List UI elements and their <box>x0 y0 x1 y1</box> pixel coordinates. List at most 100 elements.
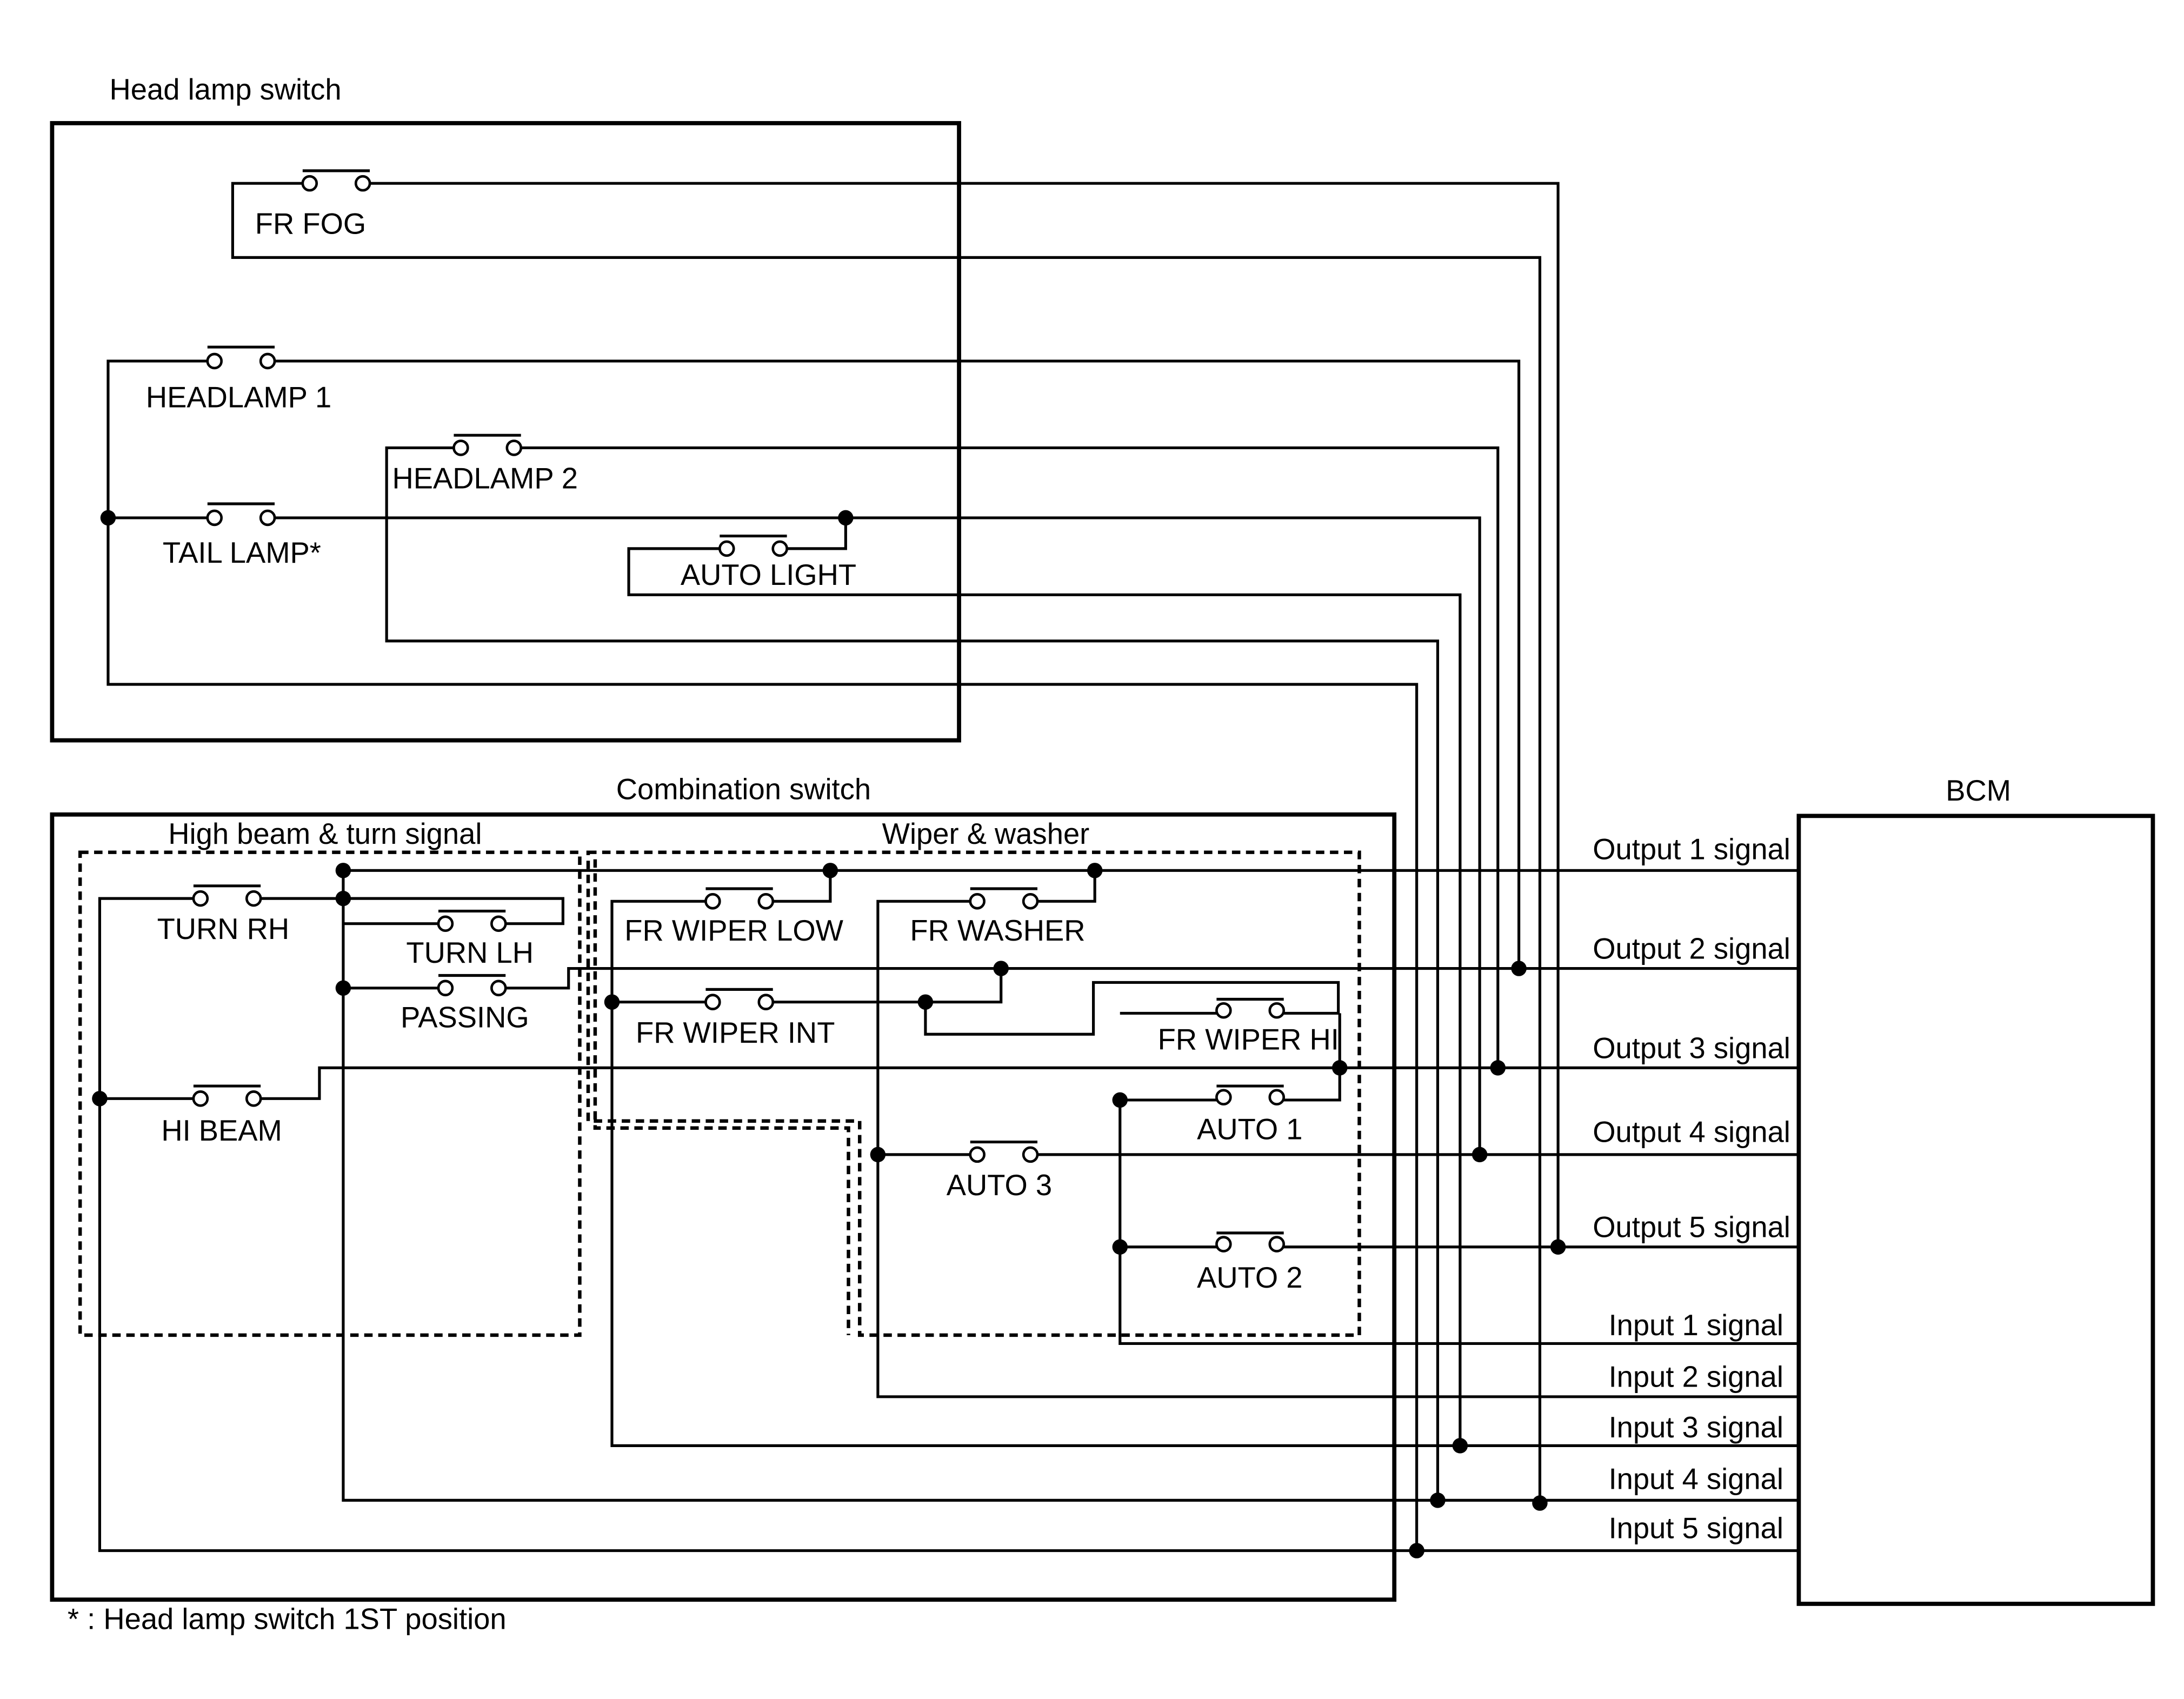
auto1-terminal <box>1268 1089 1286 1106</box>
passing-terminal <box>490 980 507 997</box>
bcm-signal-output2: Output 2 signal <box>1593 932 1790 965</box>
wire-fr-wiper-int <box>611 968 1340 1036</box>
wire-headlamp1-out <box>268 359 1521 969</box>
auto-light-terminal <box>771 540 788 557</box>
wire-headlamp2-in <box>385 446 1440 1501</box>
wiper-washer-title: Wiper & washer <box>882 817 1090 850</box>
auto2-terminal <box>1268 1236 1286 1252</box>
auto1-terminal <box>1215 1089 1232 1106</box>
wire-fr-wiper-low <box>610 870 1460 1447</box>
hi-beam-terminal <box>245 1090 262 1107</box>
hi-beam-terminal <box>192 1090 209 1107</box>
wire-fr-fog-out <box>363 182 1560 1249</box>
fr-washer-terminal <box>1022 893 1039 910</box>
junction-dot <box>1087 863 1103 878</box>
headlamp1-label: HEADLAMP 1 <box>146 381 331 414</box>
wire-turn-rh <box>98 897 1417 1553</box>
junction-dot <box>1550 1239 1566 1255</box>
headlamp1-terminal <box>259 352 276 370</box>
fr-washer-terminal <box>969 893 986 910</box>
fr-washer-label: FR WASHER <box>910 914 1085 947</box>
fr-wiper-hi-terminal <box>1268 1002 1286 1019</box>
bcm-signal-input2: Input 2 signal <box>1609 1361 1783 1394</box>
auto2-label: AUTO 2 <box>1197 1261 1302 1294</box>
junction-dot <box>993 961 1009 976</box>
junction-dot <box>1112 1239 1128 1255</box>
bcm-signal-labels: Output 1 signal Output 2 signal Output 3… <box>1593 833 1790 1545</box>
bcm-signal-input3: Input 3 signal <box>1609 1411 1783 1444</box>
wire-fr-wiper-hi <box>1120 1011 1341 1068</box>
fr-wiper-hi-label: FR WIPER HI <box>1158 1023 1339 1056</box>
junction-dot <box>604 994 620 1010</box>
turn-rh-label: TURN RH <box>157 912 290 945</box>
fr-wiper-low-terminal <box>757 893 775 910</box>
wiper-washer-group <box>586 850 1361 1337</box>
turn-lh-label: TURN LH <box>406 936 534 969</box>
junction-dot <box>92 1091 108 1107</box>
auto-light-terminal <box>718 540 735 557</box>
bcm-signal-output3: Output 3 signal <box>1593 1031 1790 1064</box>
wiper-washer-group-inner <box>593 859 850 1335</box>
tail-lamp-terminal <box>259 509 276 527</box>
bcm-signal-output1: Output 1 signal <box>1593 833 1790 866</box>
turn-rh-terminal <box>192 890 209 907</box>
junction-dot <box>1430 1493 1446 1508</box>
fr-wiper-hi-terminal <box>1215 1002 1232 1019</box>
wire-auto-bus <box>1118 1100 1799 1345</box>
junction-dot <box>870 1147 886 1163</box>
auto1-label: AUTO 1 <box>1197 1112 1302 1145</box>
tail-lamp-terminal <box>206 509 223 527</box>
fr-wiper-int-label: FR WIPER INT <box>636 1016 835 1049</box>
auto3-terminal <box>1022 1146 1039 1163</box>
combination-switch-box <box>50 812 1397 1602</box>
bcm-signal-output5: Output 5 signal <box>1593 1211 1790 1244</box>
junction-dot <box>1490 1060 1506 1076</box>
headlamp2-label: HEADLAMP 2 <box>392 462 578 495</box>
turn-lh-terminal <box>490 915 507 932</box>
hi-beam-label: HI BEAM <box>161 1114 282 1147</box>
fr-wiper-low-terminal <box>704 893 721 910</box>
junction-dot <box>1511 961 1527 976</box>
turn-lh-terminal <box>437 915 454 932</box>
headlamp1-terminal <box>206 352 223 370</box>
wire-fr-fog-in <box>231 182 1542 1503</box>
junction-dot <box>1409 1543 1424 1558</box>
junction-dot <box>335 980 351 996</box>
head-lamp-switch-title: Head lamp switch <box>110 73 342 106</box>
junction-dot <box>100 510 116 526</box>
junction-dot <box>1532 1495 1548 1511</box>
wire-auto-light <box>627 517 1462 1446</box>
wire-hi-beam <box>99 1066 1799 1100</box>
bcm-title: BCM <box>1946 774 2011 807</box>
fr-wiper-low-label: FR WIPER LOW <box>624 914 843 947</box>
auto3-terminal <box>969 1146 986 1163</box>
bcm-signal-input1: Input 1 signal <box>1609 1309 1783 1342</box>
junction-dot <box>822 863 838 878</box>
auto2-terminal <box>1215 1236 1232 1252</box>
fr-wiper-int-terminal <box>704 994 721 1010</box>
wire-tail-lamp <box>108 516 1481 1155</box>
tail-lamp-label: TAIL LAMP* <box>163 536 321 569</box>
auto-light-label: AUTO LIGHT <box>681 558 856 591</box>
head-lamp-switch-box <box>50 121 961 743</box>
wire-bus-turn <box>342 870 1438 1502</box>
passing-label: PASSING <box>401 1001 529 1034</box>
fr-wiper-int-terminal <box>757 994 775 1010</box>
fr-fog-terminal <box>354 175 371 192</box>
junction-dot <box>1112 1092 1128 1108</box>
junction-dot <box>917 994 934 1010</box>
turn-rh-terminal <box>245 890 262 907</box>
bcm-signal-input4: Input 4 signal <box>1609 1463 1783 1496</box>
auto3-label: AUTO 3 <box>947 1169 1052 1202</box>
wire-passing <box>343 967 1799 990</box>
wire-turn-rh-loop <box>343 897 564 925</box>
passing-terminal <box>437 980 454 997</box>
headlamp2-terminal <box>452 439 469 456</box>
bcm-signal-input5: Input 5 signal <box>1609 1511 1783 1544</box>
wire-headlamp2-out <box>514 446 1500 1068</box>
junction-dot <box>335 890 351 907</box>
wire-headlamp1-in <box>106 359 1419 1551</box>
fr-fog-terminal <box>301 175 318 192</box>
junction-dot <box>335 863 351 878</box>
